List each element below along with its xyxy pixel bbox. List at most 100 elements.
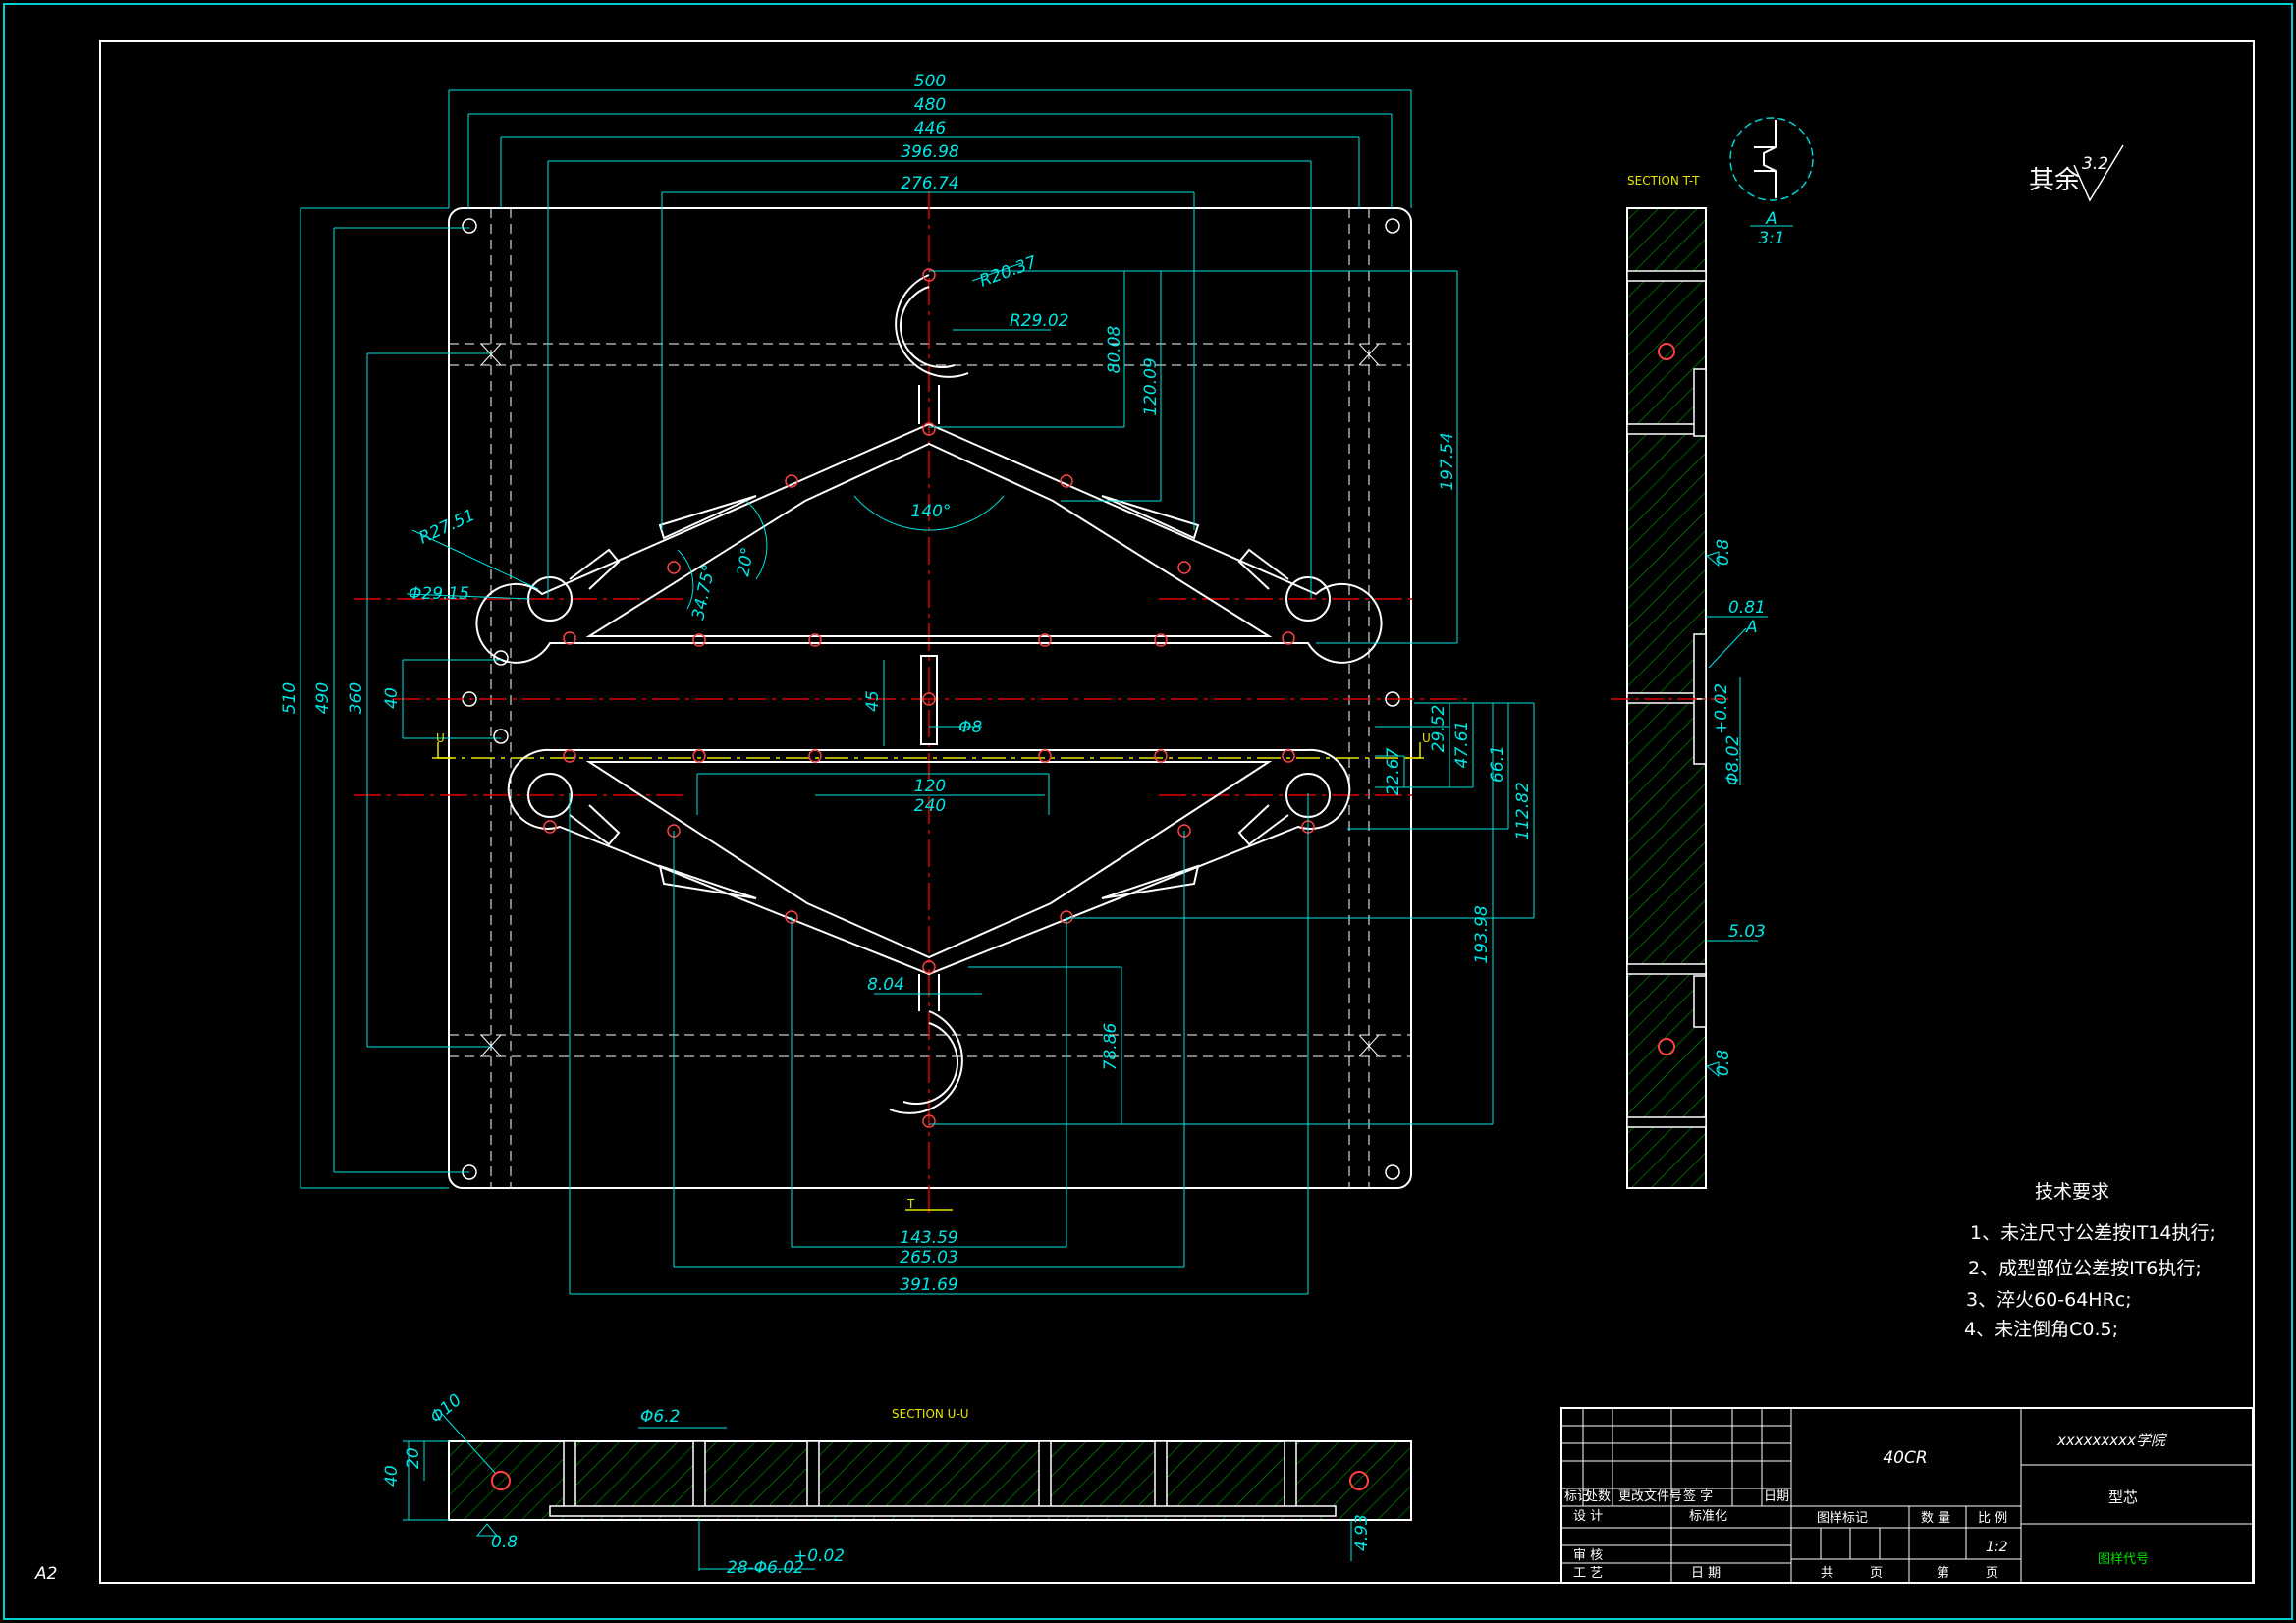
dim-120: 120	[914, 777, 946, 796]
section-mark-t-bottom: T	[906, 1197, 915, 1211]
dim-40: 40	[382, 687, 402, 709]
tb-sheet-unit: 页	[1870, 1566, 1883, 1581]
dim-r20-37: R20.37	[977, 252, 1040, 292]
upper-hanger-cavity	[475, 274, 1383, 664]
tb-page: 第	[1937, 1566, 1949, 1581]
uu-dim-holes: 28-Φ6.02	[727, 1558, 804, 1578]
dim-d29-15: Φ29.15	[409, 584, 469, 604]
sheet-size-label: A2	[34, 1564, 57, 1584]
tt-rough-0-8b: 0.8	[1714, 1050, 1733, 1076]
tt-dim-5-03: 5.03	[1728, 922, 1766, 942]
dim-angle-140: 140°	[911, 502, 952, 521]
core-plate	[448, 207, 1412, 1189]
detail-a-scale: 3:1	[1758, 229, 1784, 248]
tb-material: 40CR	[1883, 1448, 1927, 1468]
tt-dim-0-81: 0.81	[1728, 598, 1766, 618]
tb-stage: 图样标记	[1817, 1511, 1868, 1526]
roughness-value: 3.2	[2082, 154, 2108, 174]
roughness-prefix: 其余	[2029, 166, 2080, 195]
tech-req-item: 3、淬火60-64HRc;	[1966, 1289, 2132, 1311]
section-mark-u-right: U	[1422, 731, 1431, 745]
tech-req-item: 1、未注尺寸公差按IT14执行;	[1970, 1222, 2215, 1244]
dim-8-04: 8.04	[867, 975, 904, 995]
dim-78-86: 78.86	[1101, 1022, 1121, 1070]
tb-drawing-no: 图样代号	[2098, 1552, 2149, 1567]
dim-angle-20: 20°	[734, 546, 758, 578]
tb-h-mark: 标记	[1564, 1489, 1590, 1504]
plan-view: 500 480 446 396.98 276.74 R20.37 R29.02 …	[280, 72, 1535, 1295]
dim-276-74: 276.74	[901, 174, 958, 193]
tb-school: xxxxxxxxx学院	[2056, 1432, 2167, 1449]
tb-total: 共	[1821, 1566, 1833, 1581]
uu-rough-0-8: 0.8	[491, 1533, 518, 1552]
tb-h-date: 日期	[1764, 1489, 1789, 1504]
dim-480: 480	[914, 95, 946, 115]
section-tt-title: SECTION T-T	[1627, 174, 1700, 188]
dim-391-69: 391.69	[900, 1275, 957, 1295]
dim-45: 45	[863, 690, 883, 712]
tb-scale: 1:2	[1986, 1540, 2008, 1555]
dim-r29-02: R29.02	[1010, 311, 1068, 331]
dim-29-52: 29.52	[1429, 705, 1449, 753]
uu-dim-20: 20	[404, 1447, 423, 1469]
uu-dim-holes-tol: +0.02	[793, 1546, 845, 1566]
dim-240: 240	[914, 796, 946, 816]
tb-h-count: 处数	[1585, 1489, 1611, 1504]
tb-h-doc: 更改文件号	[1618, 1489, 1682, 1504]
outer-border	[3, 3, 2293, 1620]
section-mark-u-left: U	[436, 731, 445, 745]
uu-dim-d10: Φ10	[426, 1390, 465, 1428]
roughness-note: 其余 3.2	[2029, 144, 2124, 202]
tt-dim-d8-02-tol: +0.02	[1712, 683, 1731, 734]
title-block: 40CR xxxxxxxxx学院 型芯 图样代号 标记 处数 更改文件号 签 字…	[1560, 1407, 2254, 1584]
uu-dim-d6-2: Φ6.2	[640, 1407, 680, 1427]
tt-arrow-a: A	[1745, 618, 1758, 637]
dim-47-61: 47.61	[1452, 721, 1472, 769]
tb-page-unit: 页	[1986, 1566, 1998, 1581]
dim-510: 510	[280, 682, 300, 714]
inner-frame	[99, 40, 2255, 1584]
dim-143-59: 143.59	[900, 1228, 957, 1248]
tb-h-sign: 签 字	[1683, 1488, 1713, 1504]
tt-dim-d8-02: Φ8.02	[1723, 735, 1743, 785]
dim-446: 446	[914, 119, 947, 138]
tb-part-name: 型芯	[2108, 1488, 2138, 1506]
section-uu-view: SECTION U-U Φ10 20 40 Φ6.2 28-Φ6.02 +0.0…	[382, 1390, 1412, 1578]
dim-193-98: 193.98	[1472, 905, 1492, 964]
tech-req-item: 4、未注倒角C0.5;	[1964, 1319, 2118, 1340]
tb-design: 设 计	[1573, 1509, 1603, 1524]
dim-r27-51: R27.51	[416, 506, 478, 549]
detail-a-label: A	[1765, 209, 1777, 229]
dim-396-98: 396.98	[901, 142, 959, 162]
uu-dim-40: 40	[382, 1465, 402, 1487]
lower-hanger-cavity	[507, 655, 1351, 1114]
tech-req-item: 2、成型部位公差按IT6执行;	[1968, 1258, 2202, 1279]
tech-req-title: 技术要求	[2035, 1181, 2109, 1203]
dim-80-08: 80.08	[1105, 325, 1124, 373]
tb-process: 工 艺	[1573, 1566, 1603, 1581]
dim-197-54: 197.54	[1438, 432, 1457, 490]
tb-scale-h: 比 例	[1978, 1511, 2007, 1526]
technical-requirements: 技术要求 1、未注尺寸公差按IT14执行; 2、成型部位公差按IT6执行; 3、…	[1964, 1181, 2215, 1340]
hidden-lines	[449, 208, 1411, 1188]
dim-d8: Φ8	[958, 718, 982, 737]
tb-check: 审 核	[1573, 1548, 1603, 1563]
dim-265-03: 265.03	[900, 1248, 957, 1268]
section-uu-title: SECTION U-U	[892, 1407, 969, 1421]
tb-qty: 数 量	[1921, 1511, 1950, 1526]
dimension-lines	[300, 89, 1535, 1295]
uu-dim-4-93: 4.93	[1352, 1514, 1372, 1551]
dim-490: 490	[313, 682, 333, 714]
dim-120-09: 120.09	[1141, 357, 1161, 415]
tb-standard: 标准化	[1689, 1509, 1727, 1524]
dim-22-67: 22.67	[1384, 747, 1403, 795]
dim-112-82: 112.82	[1513, 782, 1533, 839]
tb-date2: 日 期	[1691, 1566, 1721, 1581]
section-tt-view: SECTION T-T A 3:1 0.81 A 5.03 0.8 0.8 Φ8…	[1611, 117, 1814, 1189]
center-lines	[354, 191, 1473, 1217]
dim-500: 500	[914, 72, 946, 91]
tt-rough-0-8a: 0.8	[1714, 539, 1733, 566]
dim-66-1: 66.1	[1488, 745, 1507, 783]
dim-360: 360	[347, 682, 366, 714]
